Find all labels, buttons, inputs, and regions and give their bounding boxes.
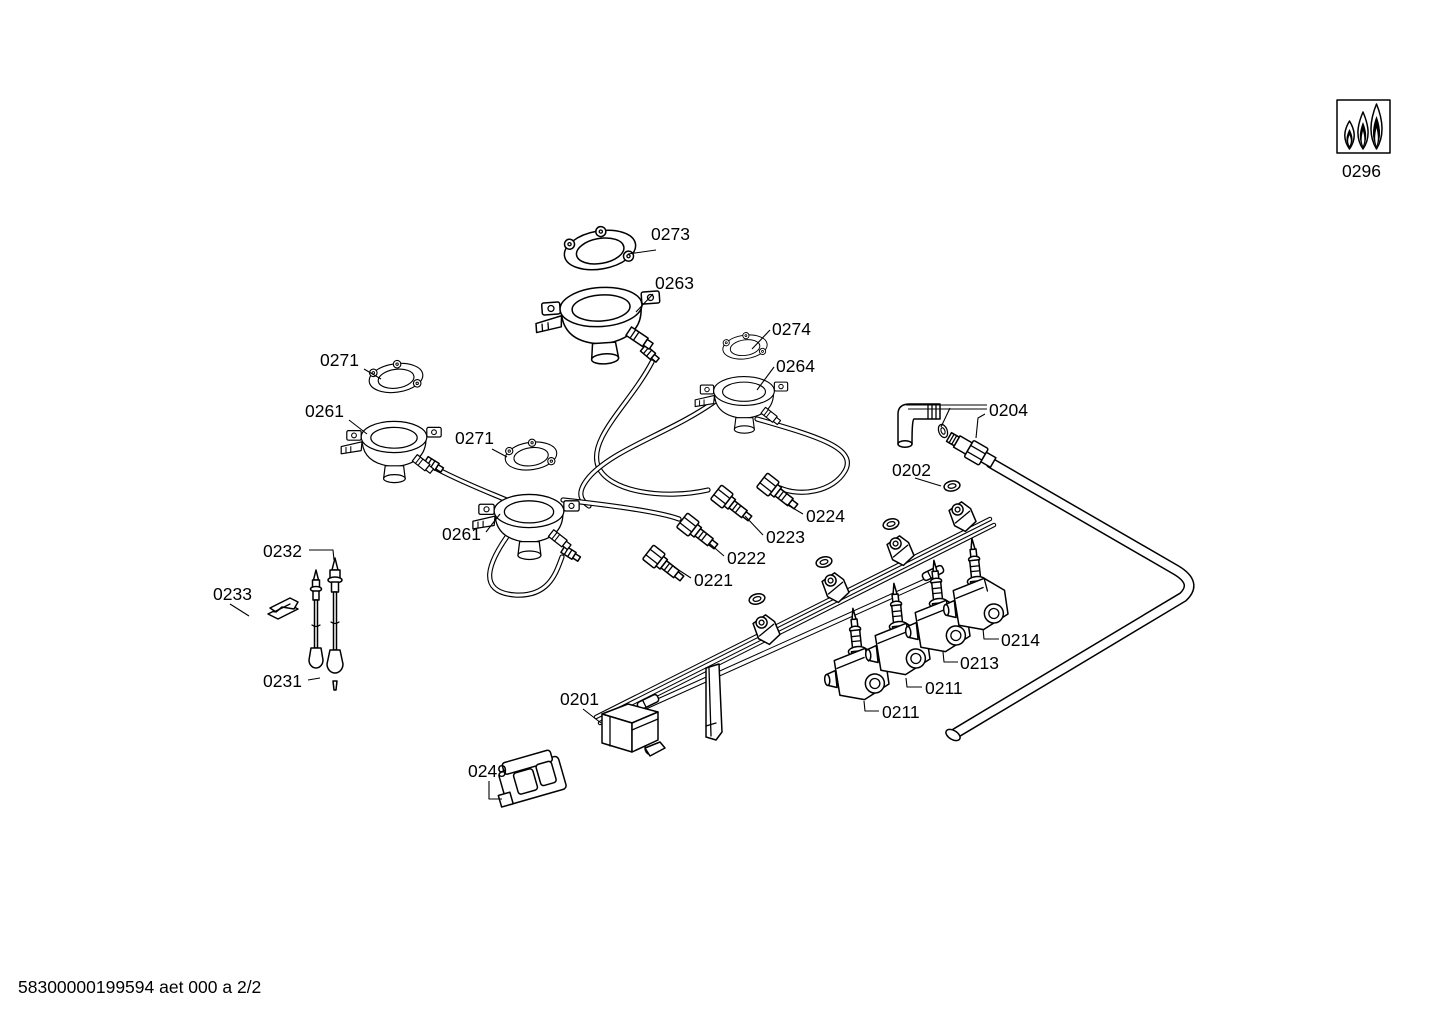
callout-0201: 0201 xyxy=(560,689,599,709)
callout-0271-left: 0271 xyxy=(320,350,359,370)
callout-0221: 0221 xyxy=(694,570,733,590)
callout-0261-left: 0261 xyxy=(305,401,344,421)
callout-0204: 0204 xyxy=(989,400,1028,420)
callout-leader-lines xyxy=(229,249,999,800)
callout-0214: 0214 xyxy=(1001,630,1040,650)
rail-o-ring xyxy=(747,591,767,607)
mounting-bracket xyxy=(705,663,723,741)
burner-gasket-0274 xyxy=(720,329,770,363)
burner-supply-pipes xyxy=(434,359,850,598)
callout-0261-center: 0261 xyxy=(442,524,481,544)
callout-0231: 0231 xyxy=(263,671,302,691)
elbow-fitting-0204 xyxy=(897,403,941,448)
rail-o-ring xyxy=(814,554,834,570)
flame-medium xyxy=(1357,111,1369,150)
document-number: 58300000199594 aet 000 a 2/2 xyxy=(18,977,261,997)
callout-0273: 0273 xyxy=(651,224,690,244)
callout-0263: 0263 xyxy=(655,273,694,293)
pipe-nipple xyxy=(560,544,582,564)
pipe-fitting-0221 xyxy=(641,544,689,587)
o-ring-0204 xyxy=(936,422,950,440)
callout-0223: 0223 xyxy=(766,527,805,547)
rail-clamp xyxy=(749,611,784,649)
callout-0232: 0232 xyxy=(263,541,302,561)
manifold-rail xyxy=(593,498,997,741)
ignition-unit-0201 xyxy=(601,703,666,757)
flame-large xyxy=(1370,103,1383,150)
flame-levels-icon xyxy=(1336,99,1391,154)
retaining-clip-0233 xyxy=(267,597,299,620)
callout-0213: 0213 xyxy=(960,653,999,673)
union-fitting-0204 xyxy=(945,431,997,469)
callout-0222: 0222 xyxy=(727,548,766,568)
callout-0249: 0249 xyxy=(468,761,507,781)
callout-0211-upper: 0211 xyxy=(925,678,963,698)
flame-small xyxy=(1344,120,1355,150)
o-ring-0202 xyxy=(942,478,962,494)
gas-inlet-pipe-assembly xyxy=(897,403,1195,742)
rail-o-ring xyxy=(881,516,901,532)
callout-0202: 0202 xyxy=(892,460,931,480)
rail-clamp xyxy=(883,532,918,570)
callout-0271-center: 0271 xyxy=(455,428,494,448)
callout-0224: 0224 xyxy=(806,506,845,526)
callout-0264: 0264 xyxy=(776,356,815,376)
burner-housing-0263 xyxy=(533,282,665,370)
switch-block-0249 xyxy=(497,749,567,808)
burner-gasket-0273 xyxy=(559,220,640,276)
burner-gasket-0271-left xyxy=(366,356,426,397)
callout-labels: 0296 0273 0263 0274 0264 0271 0261 0271 … xyxy=(213,161,1381,781)
callout-0211-lower: 0211 xyxy=(882,702,920,722)
callout-0274: 0274 xyxy=(772,319,811,339)
thermocouple-0232 xyxy=(326,557,344,691)
burner-housing-0261-left xyxy=(340,420,442,484)
callout-0296: 0296 xyxy=(1342,161,1381,181)
spark-plug-0231 xyxy=(308,569,324,669)
burner-gasket-0271-center xyxy=(502,435,560,474)
callout-0233: 0233 xyxy=(213,584,252,604)
